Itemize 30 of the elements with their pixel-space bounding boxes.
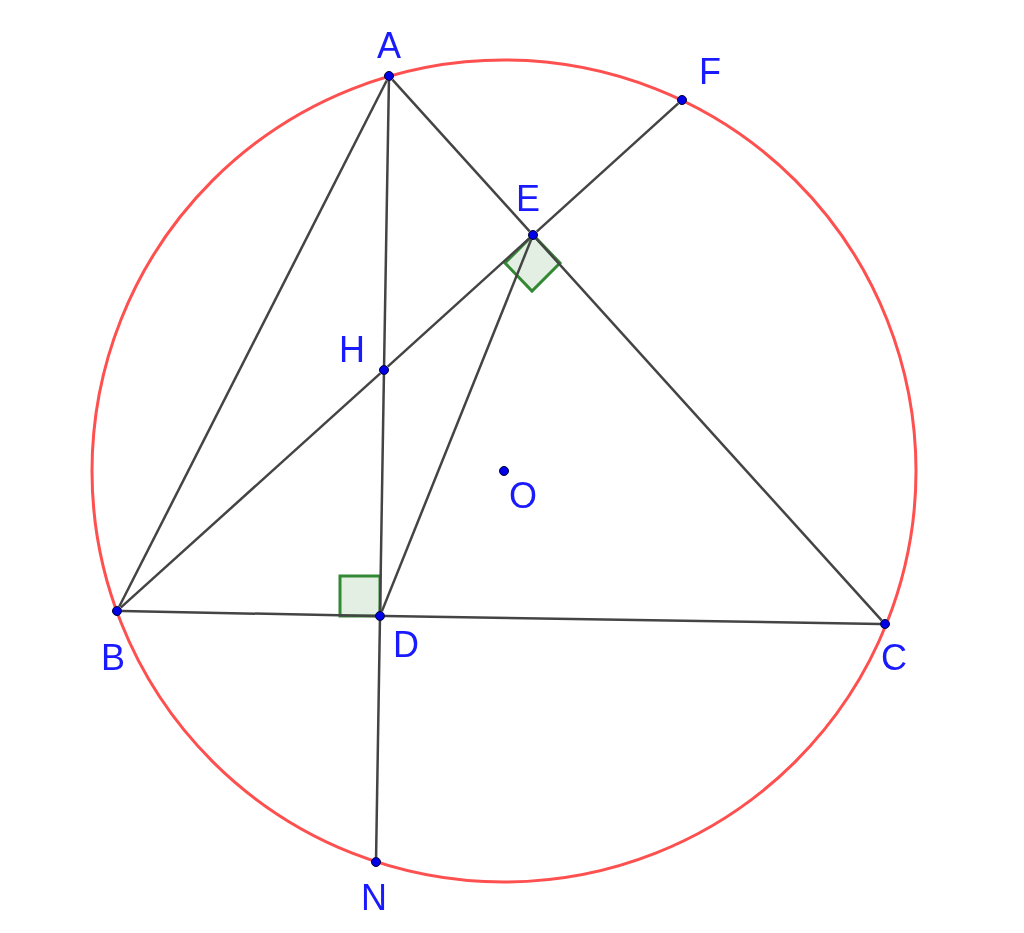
point-label: D bbox=[393, 627, 419, 663]
line-segment bbox=[382, 80, 391, 366]
line-segment bbox=[119, 372, 382, 609]
line-segment bbox=[535, 237, 883, 622]
point-marker bbox=[384, 71, 394, 81]
line-segment bbox=[380, 239, 533, 612]
point-marker bbox=[375, 611, 385, 621]
point-marker bbox=[528, 230, 538, 240]
point-marker bbox=[880, 619, 890, 629]
point-marker bbox=[499, 466, 509, 476]
point-label: C bbox=[881, 640, 907, 676]
point-marker bbox=[112, 606, 122, 616]
point-label: A bbox=[377, 28, 401, 64]
line-segment bbox=[386, 237, 531, 368]
line-segment bbox=[374, 620, 382, 858]
point-marker bbox=[677, 95, 687, 105]
point-label: B bbox=[101, 640, 125, 676]
line-segment bbox=[391, 78, 531, 233]
point-marker bbox=[379, 365, 389, 375]
point-label: F bbox=[699, 54, 721, 90]
point-label: H bbox=[339, 332, 365, 368]
point-label: N bbox=[361, 880, 387, 916]
line-segment bbox=[535, 102, 680, 233]
point-label: O bbox=[509, 478, 537, 514]
line-segment bbox=[378, 374, 386, 612]
line-segment bbox=[118, 79, 388, 608]
point-marker bbox=[371, 857, 381, 867]
line-segment bbox=[121, 609, 376, 618]
line-segment bbox=[385, 614, 880, 626]
point-label: E bbox=[516, 181, 540, 217]
